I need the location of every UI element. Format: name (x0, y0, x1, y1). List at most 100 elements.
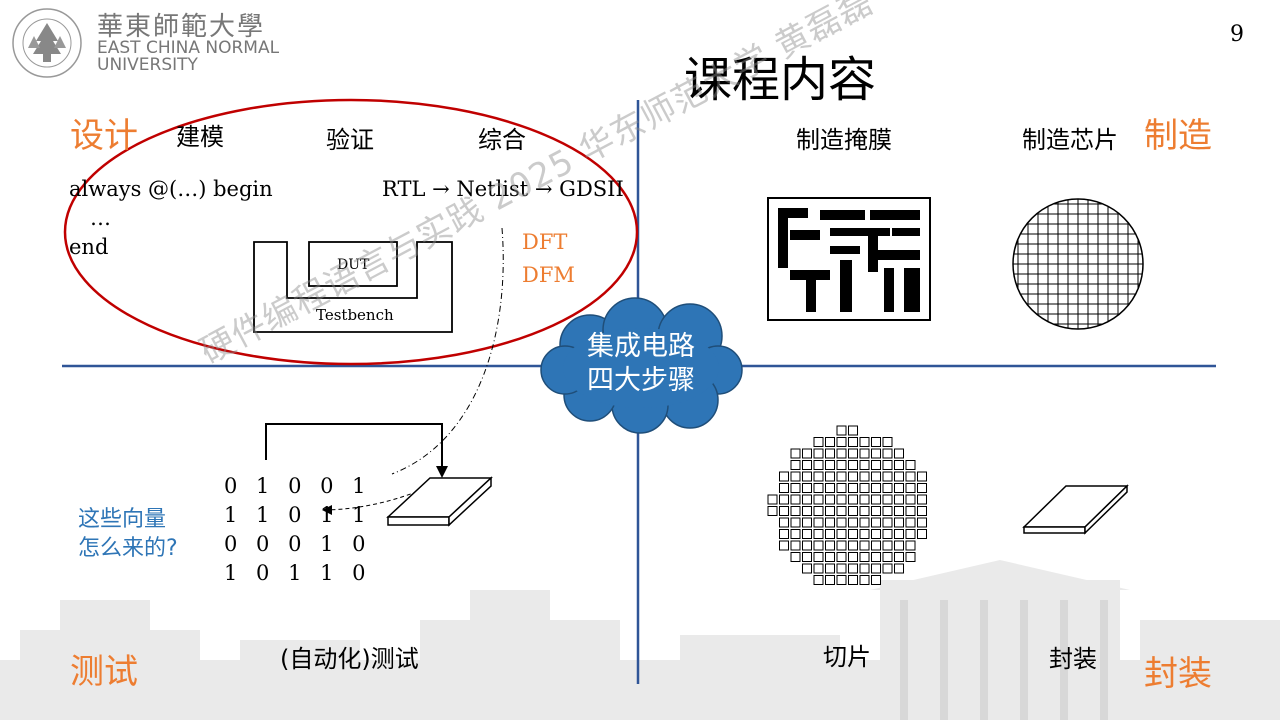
die-square (894, 460, 904, 470)
university-name-chinese: 華東師範大學 (97, 12, 266, 42)
die-square (848, 575, 858, 585)
code-line-ellipsis: … (90, 206, 111, 230)
die-square (894, 529, 904, 539)
university-emblem-icon (12, 8, 82, 78)
die-square (859, 540, 870, 551)
die-square (825, 517, 835, 528)
die-square (871, 552, 881, 562)
die-square (859, 517, 870, 528)
die-square (871, 483, 881, 493)
die-square (848, 517, 858, 528)
die-square (813, 529, 824, 539)
die-square (894, 540, 904, 551)
die-square (836, 448, 847, 459)
die-square (871, 517, 881, 528)
dfm-label: DFM (522, 263, 575, 287)
die-square (836, 540, 847, 551)
feedback-bracket (265, 423, 443, 470)
die-square (790, 506, 801, 516)
slide-title: 课程内容 (684, 52, 877, 108)
die-square (825, 506, 835, 516)
fab-step-mask: 制造掩膜 (796, 126, 892, 154)
die-square (802, 494, 812, 505)
diced-wafer-icon (767, 425, 927, 585)
testbench-box (253, 241, 453, 333)
die-square (848, 437, 858, 447)
die-square (871, 494, 881, 505)
design-flow-text: RTL → Netlist → GDSII (382, 177, 624, 201)
die-square (859, 506, 870, 516)
mask-pattern-icon (767, 197, 931, 321)
die-square (882, 563, 893, 574)
die-square (848, 540, 858, 551)
die-square (882, 437, 893, 447)
die-square (813, 517, 824, 528)
test-chip-right (448, 476, 492, 527)
center-cloud-line1: 集成电路 (587, 331, 695, 362)
die-square (813, 540, 824, 551)
center-cloud-text: 集成电路 四大步骤 (566, 330, 716, 398)
die-square (859, 460, 870, 470)
die-square (836, 437, 847, 447)
die-square (813, 506, 824, 516)
vector-question-line1: 这些向量 (78, 507, 167, 532)
die-square (790, 540, 801, 551)
die-square (813, 483, 824, 493)
university-name-english-line1: EAST CHINA NORMAL (97, 38, 280, 58)
die-square (917, 529, 927, 539)
die-square (871, 471, 881, 482)
die-square (802, 448, 812, 459)
die-square (790, 448, 801, 459)
design-step-modeling: 建模 (176, 123, 224, 151)
dut-box (308, 241, 398, 287)
die-square (859, 483, 870, 493)
die-square (802, 471, 812, 482)
die-square (859, 529, 870, 539)
test-caption: (自动化)测试 (280, 645, 419, 673)
die-square (905, 540, 916, 551)
die-square (859, 494, 870, 505)
feedback-arrow-head (436, 466, 448, 478)
die-square (790, 494, 801, 505)
die-square (848, 471, 858, 482)
die-square (790, 552, 801, 562)
die-square (848, 552, 858, 562)
die-square (848, 460, 858, 470)
die-square (894, 448, 904, 459)
die-square (790, 529, 801, 539)
die-square (859, 552, 870, 562)
die-square (894, 483, 904, 493)
die-square (779, 471, 789, 482)
die-square (813, 575, 824, 585)
die-square (894, 506, 904, 516)
vector-question-line2: 怎么来的? (78, 536, 178, 561)
die-square (825, 483, 835, 493)
die-square (871, 575, 881, 585)
die-square (917, 506, 927, 516)
page-number: 9 (1230, 22, 1244, 47)
die-square (802, 563, 812, 574)
fab-step-chip: 制造芯片 (1022, 126, 1118, 154)
die-square (848, 529, 858, 539)
die-square (859, 448, 870, 459)
die-square (836, 471, 847, 482)
die-square (882, 540, 893, 551)
die-square (836, 506, 847, 516)
die-square (825, 494, 835, 505)
die-square (813, 494, 824, 505)
die-square (871, 437, 881, 447)
die-square (882, 552, 893, 562)
die-square (848, 563, 858, 574)
die-square (871, 529, 881, 539)
test-vector-row: 1 0 1 1 0 (224, 561, 372, 585)
die-square (813, 437, 824, 447)
die-square (825, 575, 835, 585)
dft-label: DFT (522, 230, 568, 254)
die-square (882, 517, 893, 528)
package-chip-right (1084, 484, 1128, 535)
die-square (836, 563, 847, 574)
die-square (905, 483, 916, 493)
die-square (859, 563, 870, 574)
die-square (836, 517, 847, 528)
